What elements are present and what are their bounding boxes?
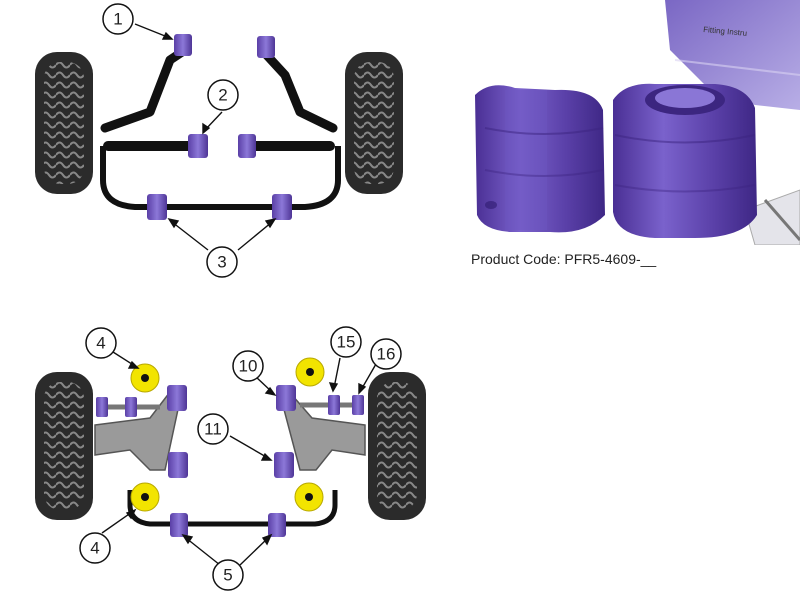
rear-axle-diagram: 4 10 11 15 16 4 5 xyxy=(35,326,426,591)
svg-text:1: 1 xyxy=(113,10,122,29)
bush-11-left xyxy=(168,452,188,478)
callout-5: 5 xyxy=(212,559,244,591)
grease-sachet xyxy=(744,189,800,245)
callout-2: 2 xyxy=(207,79,239,111)
bush-16-right-a xyxy=(328,395,340,415)
svg-text:16: 16 xyxy=(377,345,396,364)
svg-text:11: 11 xyxy=(204,420,222,439)
mount-4-lower-right xyxy=(294,482,324,512)
product-photo: Fitting Instru xyxy=(475,0,800,245)
product-code-label: Product Code: PFR5-4609-__ xyxy=(471,251,657,267)
callout-10: 10 xyxy=(232,350,264,382)
callout-15: 15 xyxy=(330,326,362,358)
svg-text:4: 4 xyxy=(96,334,105,353)
front-right-arm xyxy=(257,45,338,133)
callout-11: 11 xyxy=(197,413,229,445)
callout-3: 3 xyxy=(206,246,238,278)
bush-photo-left xyxy=(475,85,605,233)
bush-16-left-b xyxy=(125,397,137,417)
bush-10-left xyxy=(167,385,187,411)
bush-11-right xyxy=(274,452,294,478)
bush-3-right xyxy=(272,194,292,220)
callout-16: 16 xyxy=(370,338,402,370)
callout-1: 1 xyxy=(102,3,134,35)
rear-right-tyre xyxy=(368,372,426,520)
bush-10-right xyxy=(276,385,296,411)
svg-text:15: 15 xyxy=(337,333,356,352)
bush-5-right xyxy=(268,513,286,537)
bush-2-left xyxy=(188,134,208,158)
bush-16-left-a xyxy=(96,397,108,417)
bush-5-left xyxy=(170,513,188,537)
svg-text:5: 5 xyxy=(223,566,232,585)
mount-4-lower-left xyxy=(130,482,160,512)
packaging-bag: Fitting Instru xyxy=(665,0,800,110)
mount-15 xyxy=(295,357,325,387)
svg-text:Fitting Instru: Fitting Instru xyxy=(703,25,748,38)
bush-photo-right xyxy=(613,83,757,238)
front-anti-roll-bar xyxy=(100,146,341,210)
rear-right-arm xyxy=(281,393,366,471)
front-axle-diagram: 1 2 3 xyxy=(35,3,403,278)
svg-text:2: 2 xyxy=(218,86,227,105)
mount-4-upper xyxy=(130,363,160,393)
bush-2-right xyxy=(238,134,256,158)
front-left-arm xyxy=(100,47,187,133)
bush-1-right xyxy=(257,36,275,58)
svg-text:4: 4 xyxy=(90,539,99,558)
front-right-tyre xyxy=(345,52,403,194)
callout-4-upper: 4 xyxy=(85,327,117,359)
bush-16-right-b xyxy=(352,395,364,415)
callout-4-lower: 4 xyxy=(79,532,111,564)
rear-left-tyre xyxy=(35,372,93,520)
svg-text:10: 10 xyxy=(239,357,258,376)
bush-3-left xyxy=(147,194,167,220)
front-left-tyre xyxy=(35,52,93,194)
svg-text:3: 3 xyxy=(217,253,226,272)
bush-1 xyxy=(174,34,192,56)
